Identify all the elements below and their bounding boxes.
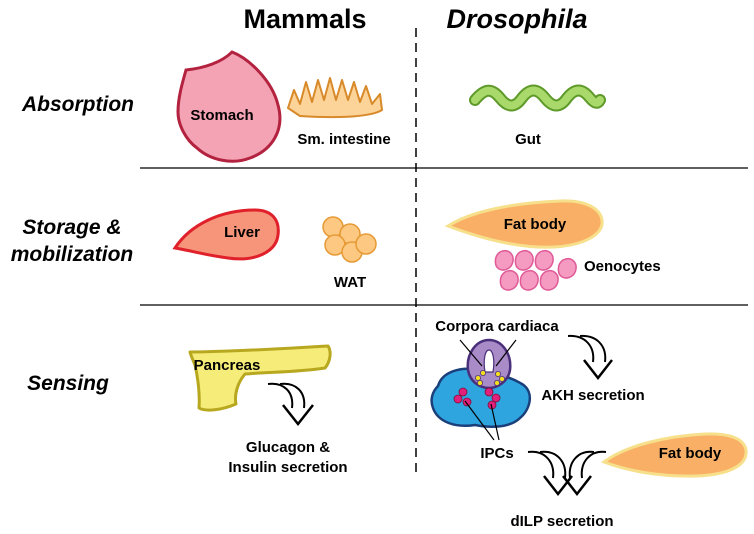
ipcs-label: IPCs xyxy=(480,445,513,462)
pancreas-secretion-arrow xyxy=(267,382,314,427)
ipc-pointer-right xyxy=(490,403,500,441)
secretion-label-line1: Glucagon & xyxy=(246,439,330,456)
gut-label: Gut xyxy=(515,131,541,148)
dilp-arrow-left xyxy=(527,450,573,497)
small-intestine-shape xyxy=(287,77,383,119)
liver-label: Liver xyxy=(224,224,260,241)
liver-shape xyxy=(172,208,280,261)
fat-body-sensing-label: Fat body xyxy=(659,445,722,462)
row-label-sensing: Sensing xyxy=(27,372,109,395)
secretion-label-line2: Insulin secretion xyxy=(228,459,347,476)
column-header-drosophila: Drosophila xyxy=(446,4,587,34)
pancreas-shape xyxy=(188,344,332,412)
cc-pointer-right xyxy=(495,339,517,367)
fat-body-sensing-shape xyxy=(600,432,748,478)
fat-body-label: Fat body xyxy=(504,216,567,233)
ipc-pointer-left xyxy=(464,400,495,441)
pancreas-label: Pancreas xyxy=(194,357,261,374)
oenocytes-label: Oenocytes xyxy=(584,258,661,275)
fat-body-shape xyxy=(444,199,604,249)
oenocytes-cluster xyxy=(494,249,577,291)
cc-pointer-left xyxy=(459,339,483,367)
stomach-label: Stomach xyxy=(190,107,253,124)
small-intestine-label: Sm. intestine xyxy=(297,131,390,148)
dilp-secretion-label: dILP secretion xyxy=(510,513,613,530)
ipc-cells xyxy=(453,387,501,410)
column-header-mammals: Mammals xyxy=(243,4,366,34)
dilp-arrow-right xyxy=(562,450,607,497)
gut-shape-inner xyxy=(471,86,604,110)
wat-cluster xyxy=(322,216,377,263)
row-label-storage-2: mobilization xyxy=(11,243,134,266)
wat-label: WAT xyxy=(334,274,366,291)
corpora-cardiaca-label: Corpora cardiaca xyxy=(435,318,559,335)
row-label-storage-1: Storage & xyxy=(22,216,121,239)
corpora-cardiaca-core xyxy=(483,349,495,373)
akh-secretion-label: AKH secretion xyxy=(541,387,644,404)
akh-secretion-arrow xyxy=(567,334,613,381)
stomach-shape xyxy=(176,50,282,163)
row-label-absorption: Absorption xyxy=(21,93,134,116)
granules xyxy=(474,369,505,386)
